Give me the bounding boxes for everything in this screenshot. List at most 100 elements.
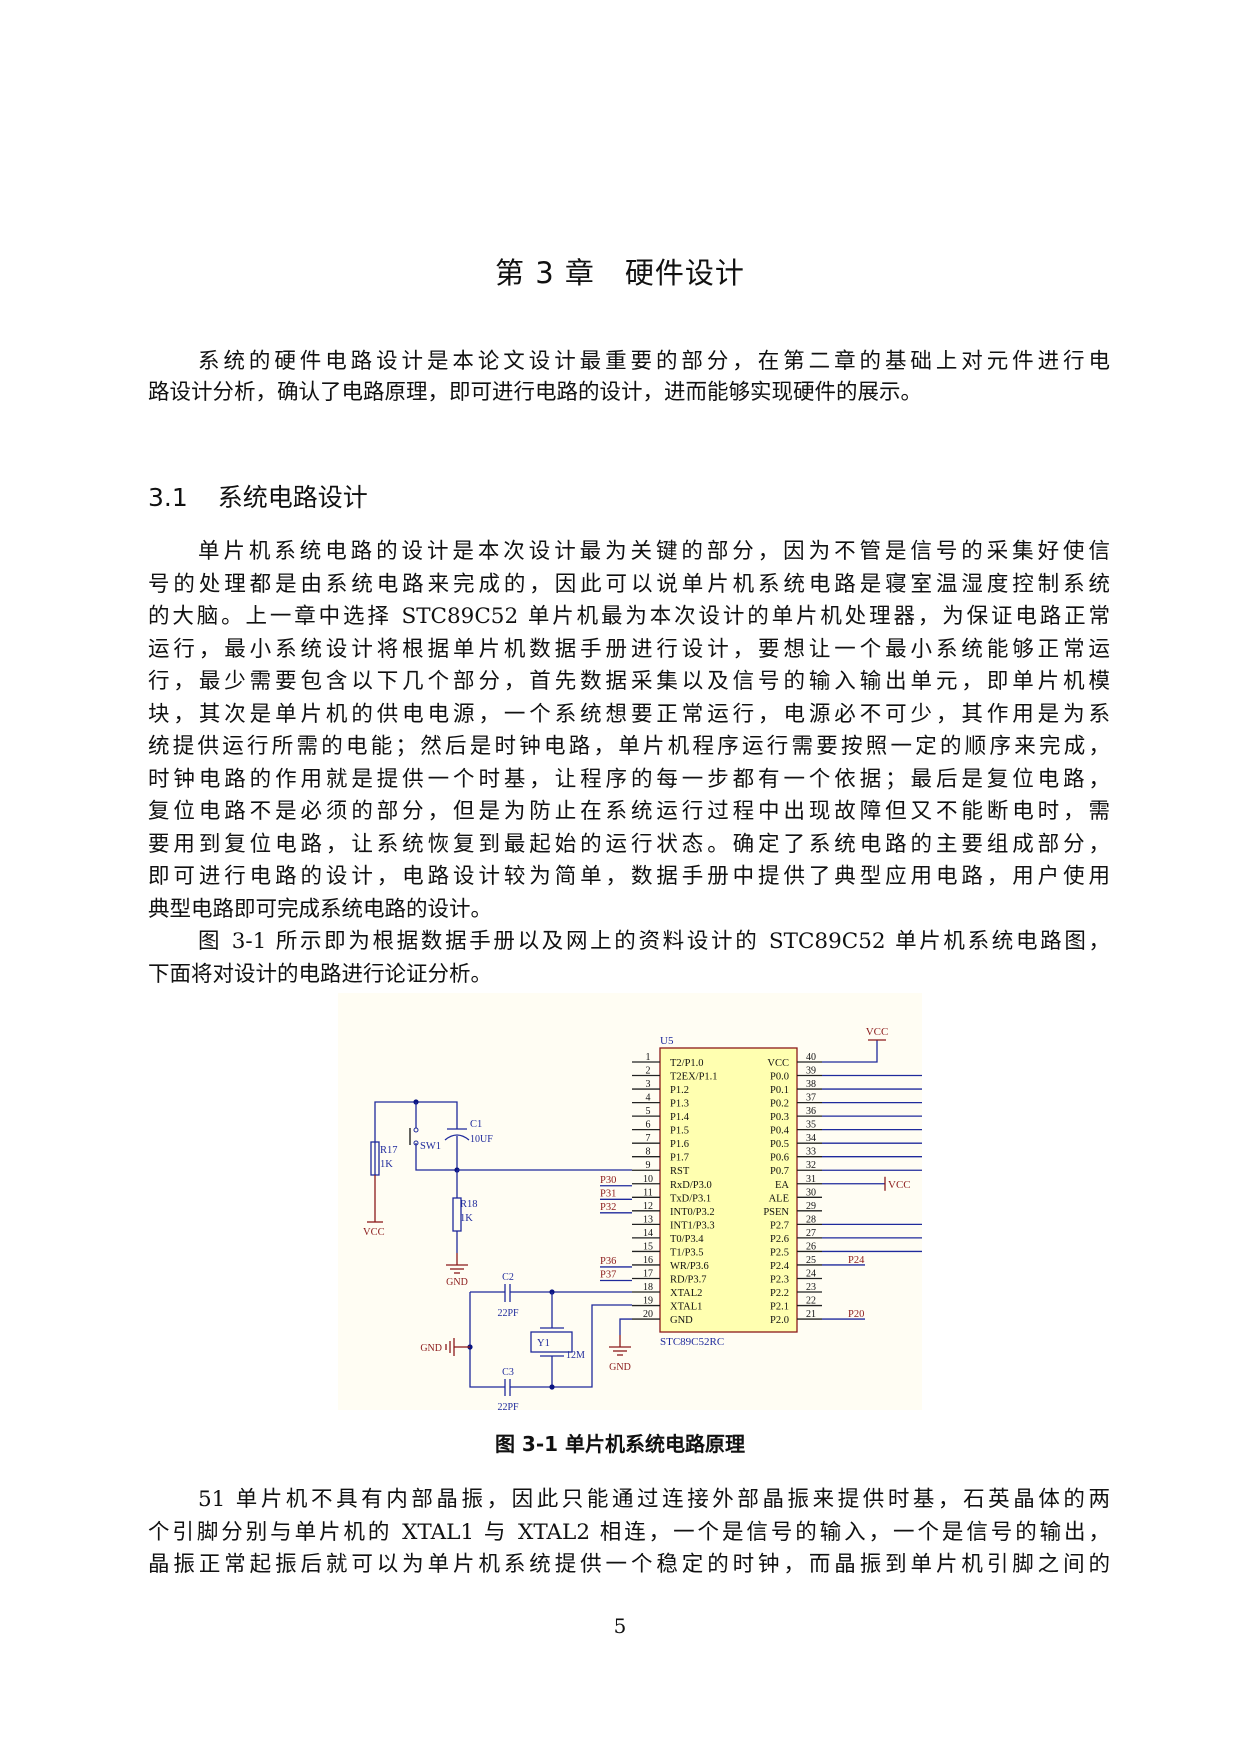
pin-number: 14 <box>643 1228 653 1239</box>
pin-name: P1.7 <box>670 1153 689 1164</box>
switch-contact <box>413 1127 419 1133</box>
pin-number: 17 <box>643 1268 653 1279</box>
body-line: 个引脚分别与单片机的 XTAL1 与 XTAL2 相连，一个是信号的输入，一个是… <box>148 1519 1110 1545</box>
c3-value: 22PF <box>497 1402 519 1410</box>
pin-name: GND <box>670 1315 693 1326</box>
pin-number: 23 <box>806 1282 816 1293</box>
pin-name: RD/P3.7 <box>670 1274 706 1285</box>
pin-number: 33 <box>806 1147 816 1158</box>
chip-body <box>659 1047 798 1333</box>
pin-number: 10 <box>643 1174 653 1185</box>
pin-number: 37 <box>806 1093 816 1104</box>
body-line: 要用到复位电路，让系统恢复到最起始的运行状态。确定了系统电路的主要组成部分， <box>148 831 1110 857</box>
r17-value: 1K <box>380 1159 393 1170</box>
wire <box>619 1318 632 1335</box>
pin-number: 11 <box>643 1187 653 1198</box>
page-number: 5 <box>613 1614 627 1638</box>
pin-name: P2.5 <box>770 1247 789 1258</box>
pin-name: P2.7 <box>770 1220 789 1231</box>
pin-name: RST <box>670 1166 690 1177</box>
pin-name: XTAL2 <box>670 1288 702 1299</box>
r17-ref: R17 <box>380 1145 398 1156</box>
net-label: P31 <box>600 1188 616 1199</box>
net-label: P30 <box>600 1175 616 1186</box>
pin-name: P2.0 <box>770 1315 789 1326</box>
pin-number: 29 <box>806 1201 816 1212</box>
body-line: 下面将对设计的电路进行论证分析。 <box>148 961 493 987</box>
pin-name: P0.2 <box>770 1099 789 1110</box>
intro-line: 系统的硬件电路设计是本论文设计最重要的部分，在第二章的基础上对元件进行电 <box>198 349 1110 374</box>
pin-name: XTAL1 <box>670 1302 702 1313</box>
body-line: 单片机系统电路的设计是本次设计最为关键的部分，因为不管是信号的采集好使信 <box>198 539 1110 564</box>
body-line: 的大脑。上一章中选择 STC89C52 单片机最为本次设计的单片机处理器，为保证… <box>148 604 1110 629</box>
pin-number: 12 <box>643 1201 653 1212</box>
body-line: 图 3-1 所示即为根据数据手册以及网上的资料设计的 STC89C52 单片机系… <box>198 929 1110 954</box>
pin-name: P0.1 <box>770 1085 789 1096</box>
pin-number: 36 <box>806 1106 816 1117</box>
pin-number: 40 <box>806 1052 816 1063</box>
pin-name: INT1/P3.3 <box>670 1220 715 1231</box>
chip-designator: U5 <box>660 1035 674 1047</box>
wire <box>469 1292 505 1388</box>
net-label: P24 <box>848 1255 865 1266</box>
pin-number: 16 <box>643 1255 653 1266</box>
vcc-label: VCC <box>888 1179 911 1191</box>
pin-name: ALE <box>769 1193 789 1204</box>
figure-caption: 图 3-1 单片机系统电路原理 <box>494 1432 746 1456</box>
vcc-label: VCC <box>866 1026 889 1038</box>
gnd-label: GND <box>446 1277 468 1288</box>
pin-number: 31 <box>806 1174 816 1185</box>
section-number: 3.1 <box>148 483 188 512</box>
pin-number: 8 <box>646 1147 651 1158</box>
c3-ref: C3 <box>502 1367 514 1378</box>
pin-name: PSEN <box>763 1207 789 1218</box>
pin-name: P0.3 <box>770 1112 789 1123</box>
pin-number: 13 <box>643 1214 653 1225</box>
junction-dot <box>549 1384 555 1390</box>
pin-number: 2 <box>646 1066 651 1077</box>
pin-number: 39 <box>806 1066 816 1077</box>
pin-number: 5 <box>646 1106 651 1117</box>
pin-number: 19 <box>643 1296 653 1307</box>
pin-name: TxD/P3.1 <box>670 1193 711 1204</box>
r18-value: 1K <box>460 1213 473 1224</box>
pin-name: P2.1 <box>770 1302 789 1313</box>
sw1-ref: SW1 <box>420 1141 441 1152</box>
body-line: 晶振正常起振后就可以为单片机系统提供一个稳定的时钟，而晶振到单片机引脚之间的 <box>148 1552 1110 1577</box>
pin-number: 7 <box>646 1133 651 1144</box>
pin-number: 22 <box>806 1296 816 1307</box>
pin-number: 15 <box>643 1241 653 1252</box>
pin-number: 4 <box>646 1093 651 1104</box>
pin-name: P1.4 <box>670 1112 690 1123</box>
pin-number: 26 <box>806 1241 816 1252</box>
pin-name: P2.6 <box>770 1234 789 1245</box>
y1-ref: Y1 <box>537 1338 550 1349</box>
intro-line: 路设计分析，确认了电路原理，即可进行电路的设计，进而能够实现硬件的展示。 <box>148 380 923 405</box>
pin-number: 20 <box>643 1309 653 1320</box>
body-line: 统提供运行所需的电能；然后是时钟电路，单片机程序运行需要按照一定的顺序来完成， <box>148 734 1110 759</box>
crystal-y1 <box>530 1331 573 1353</box>
pin-name: INT0/P3.2 <box>670 1207 715 1218</box>
pin-name: P1.2 <box>670 1085 689 1096</box>
pin-name: VCC <box>767 1058 789 1069</box>
pin-name: T2/P1.0 <box>670 1058 704 1069</box>
chip-part-number: STC89C52RC <box>660 1336 724 1348</box>
body-line: 典型电路即可完成系统电路的设计。 <box>148 896 493 922</box>
net-label: P20 <box>848 1309 864 1320</box>
pin-number: 6 <box>646 1120 651 1131</box>
wire <box>822 1040 878 1063</box>
net-label: P37 <box>600 1269 616 1280</box>
pin-number: 35 <box>806 1120 816 1131</box>
wire <box>415 1143 457 1171</box>
pin-number: 18 <box>643 1282 653 1293</box>
c1-value: 10UF <box>470 1134 493 1145</box>
c1-ref: C1 <box>470 1119 482 1130</box>
body-line: 复位电路不是必须的部分，但是为防止在系统运行过程中出现故障但又不能断电时，需 <box>148 799 1110 824</box>
pin-name: T1/P3.5 <box>670 1247 704 1258</box>
pin-number: 32 <box>806 1160 816 1171</box>
c2-ref: C2 <box>502 1272 514 1283</box>
pin-number: 1 <box>646 1052 651 1063</box>
pin-number: 30 <box>806 1187 816 1198</box>
pin-number: 24 <box>806 1268 816 1279</box>
pin-name: P2.4 <box>770 1261 790 1272</box>
